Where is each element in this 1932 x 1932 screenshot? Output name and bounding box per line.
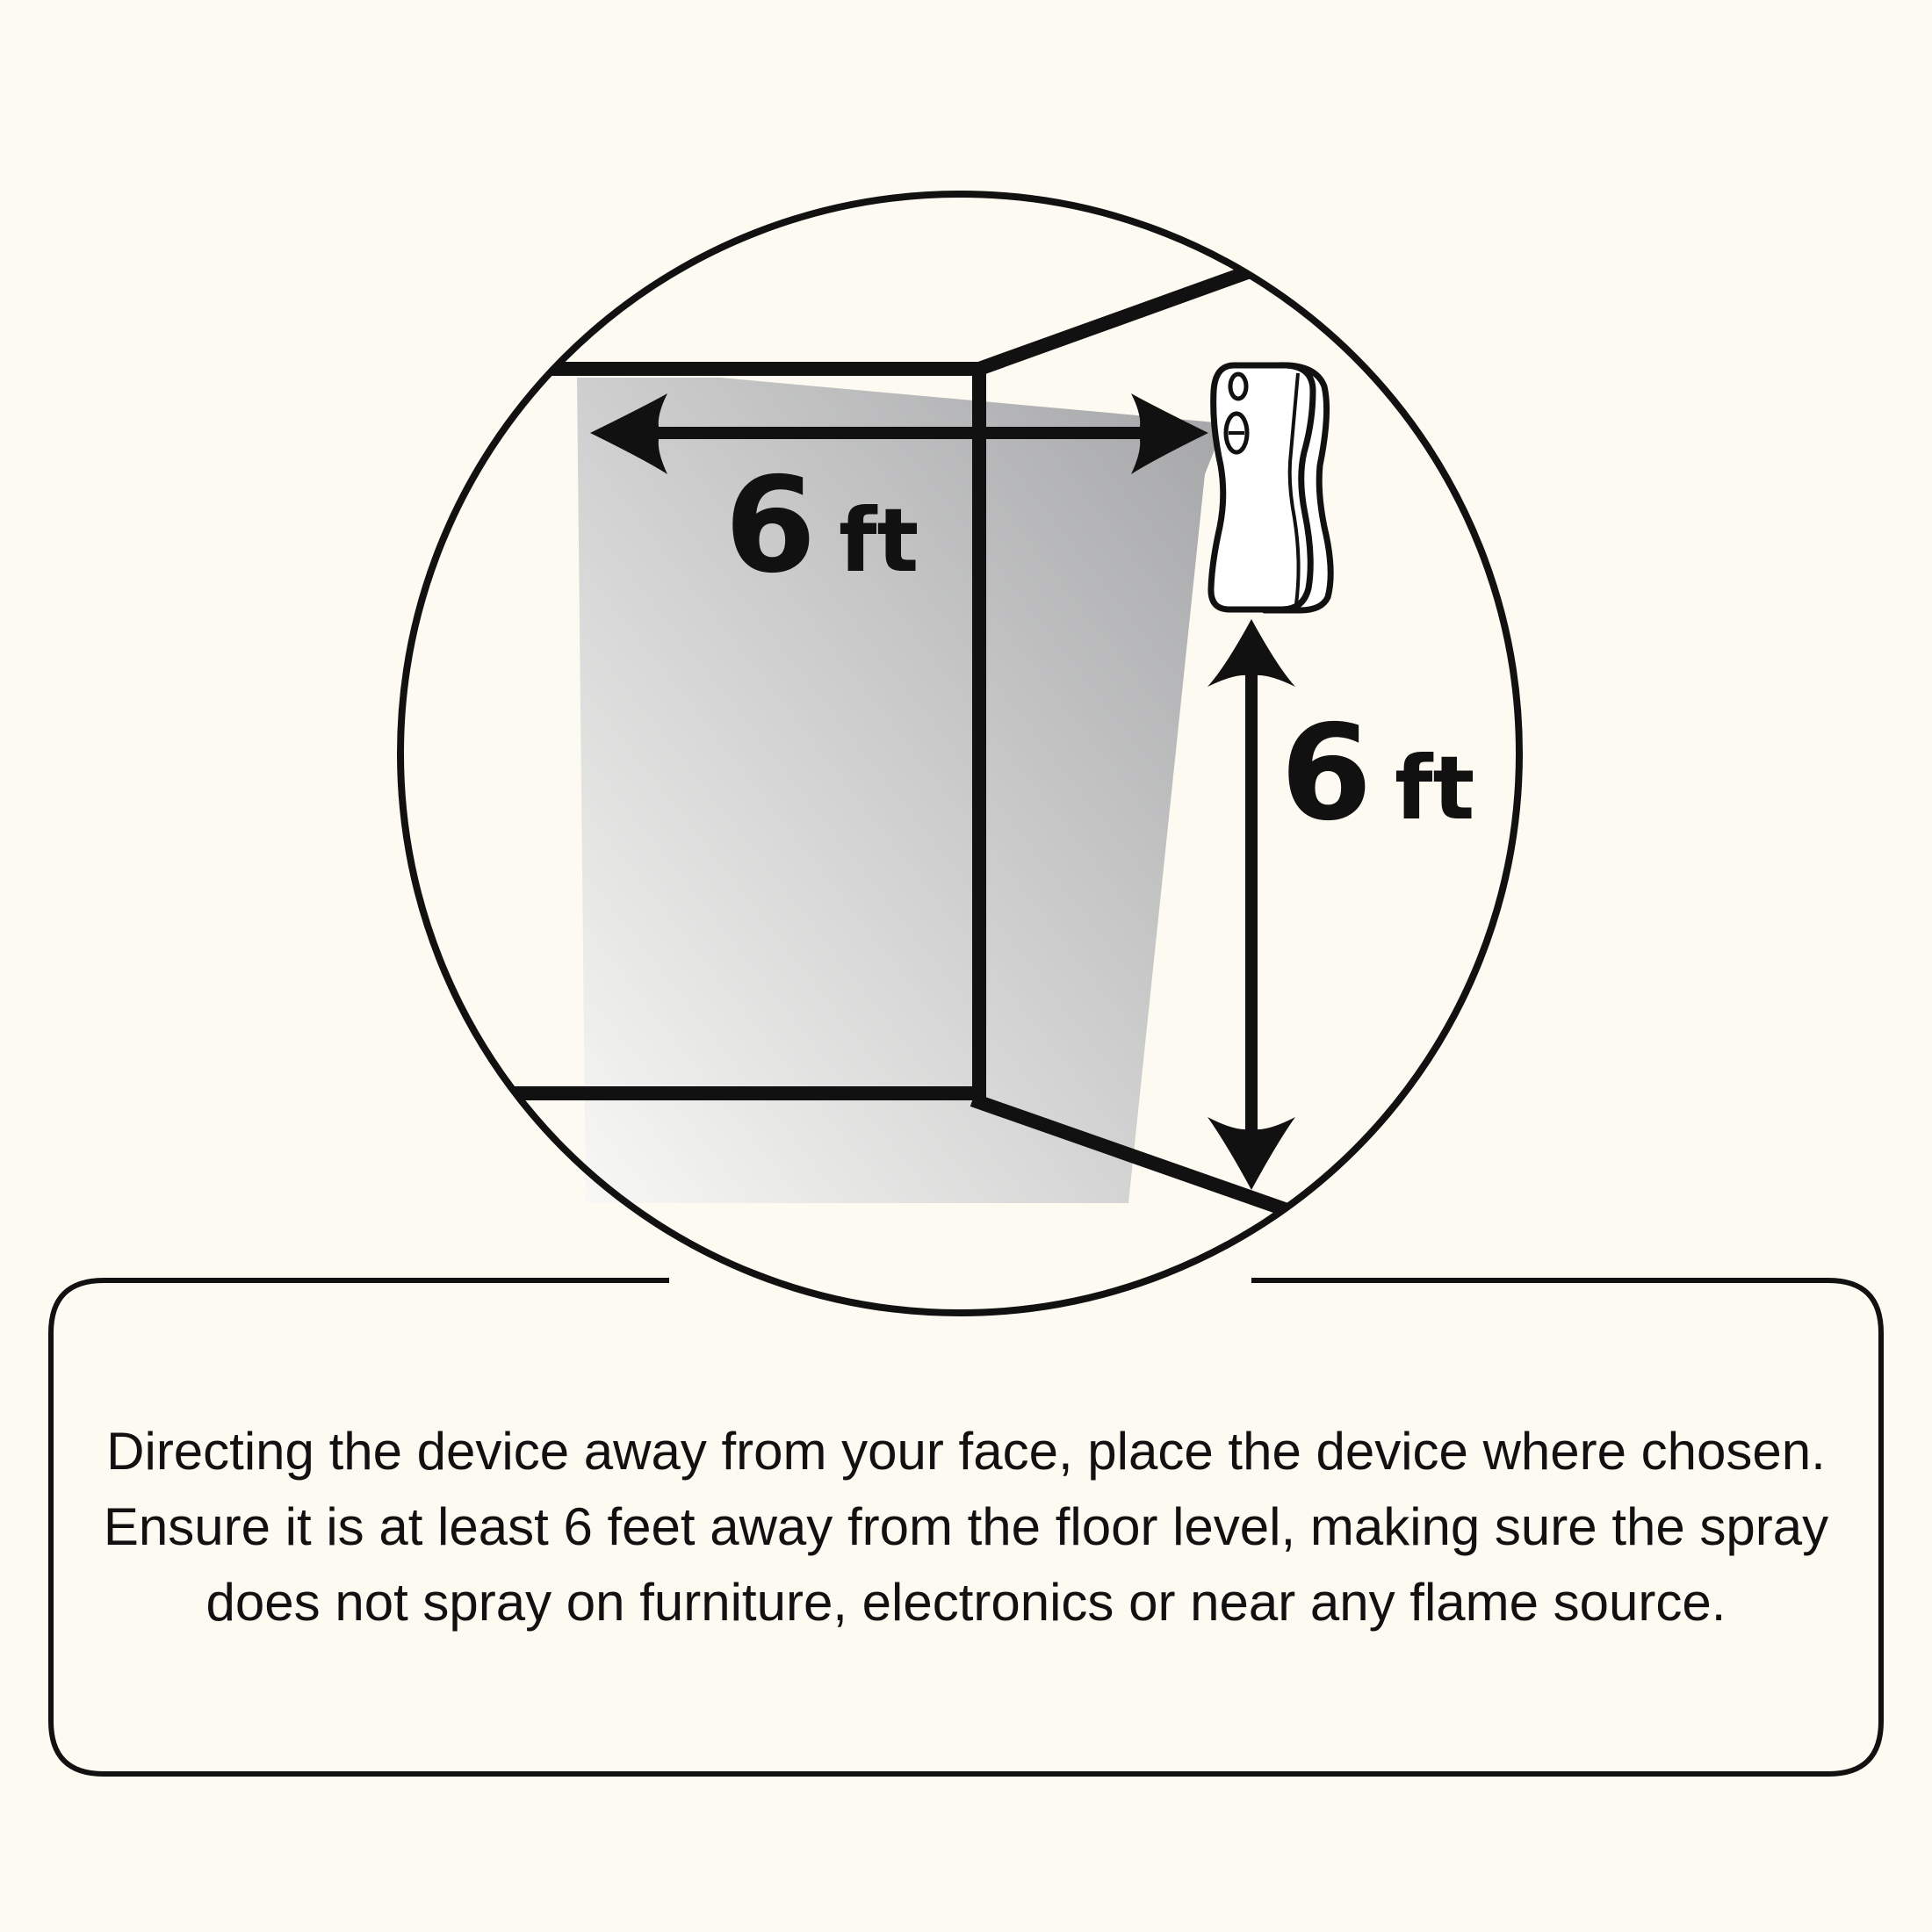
spray-zone xyxy=(577,378,1225,1203)
room-corner xyxy=(502,256,1309,1224)
device-body-ridge xyxy=(1287,372,1301,605)
device-button xyxy=(1228,371,1249,401)
horizontal-value: 6 xyxy=(724,450,816,602)
air-freshener-dispenser-icon xyxy=(1208,362,1334,614)
arrowhead-left xyxy=(590,393,667,474)
vertical-unit: ft xyxy=(1395,737,1474,840)
instruction-box: Directing the device away from your face… xyxy=(51,1280,1881,1774)
instruction-text: Directing the device away from your face… xyxy=(103,1422,1829,1632)
ceiling-edge-right xyxy=(970,256,1274,378)
vertical-value: 6 xyxy=(1280,697,1372,850)
horizontal-unit: ft xyxy=(839,489,919,592)
horizontal-distance-arrow xyxy=(590,393,1208,474)
arrowhead-right xyxy=(1131,393,1208,474)
floor-edge-right xyxy=(970,1092,1309,1224)
vertical-distance-label: 6 ft xyxy=(1280,697,1474,850)
vertical-distance-arrow xyxy=(1208,619,1295,1190)
horizontal-distance-label: 6 ft xyxy=(724,450,919,602)
view-circle xyxy=(397,191,1523,1316)
arrowhead-top xyxy=(1208,619,1295,687)
arrowhead-bottom xyxy=(1208,1117,1295,1190)
